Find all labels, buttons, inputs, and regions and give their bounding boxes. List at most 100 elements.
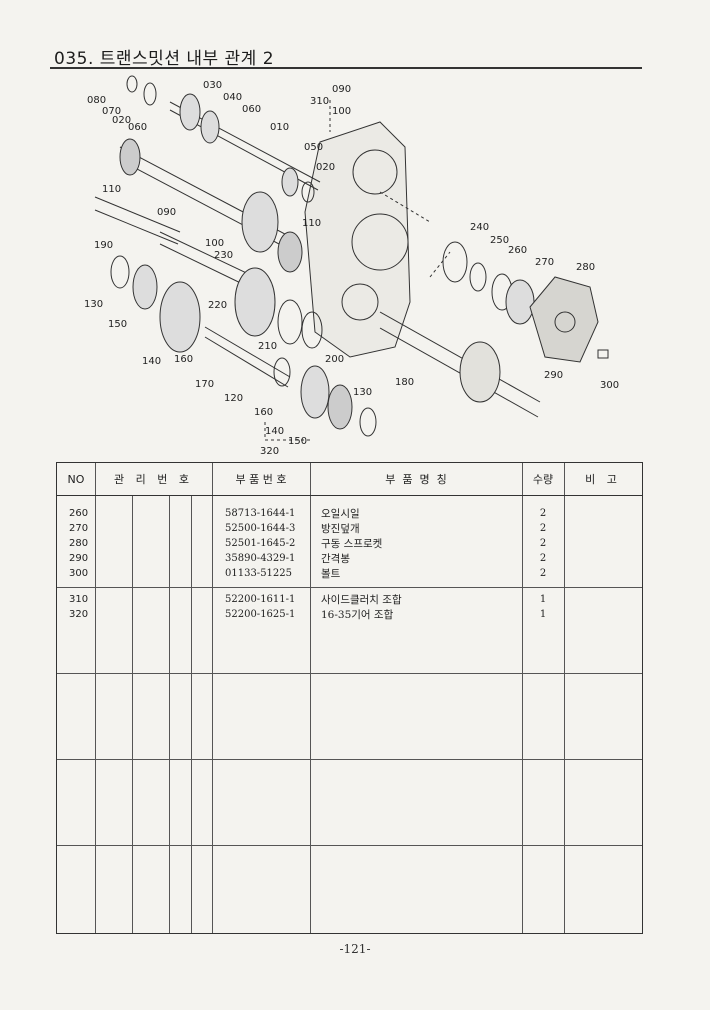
row-280-no: 280	[69, 538, 89, 549]
diagram-svg: 080 070 020 060 030 040 060 010 310 090 …	[84, 75, 619, 457]
callout-130: 130	[84, 299, 103, 310]
callout-060b: 060	[242, 104, 261, 115]
row-320-part-no: 52200-1625-1	[225, 609, 296, 620]
gear-040	[200, 110, 220, 144]
callout-200: 200	[325, 354, 344, 365]
row-310-no: 310	[69, 594, 89, 605]
callout-110: 110	[102, 184, 121, 195]
page-title: 035. 트랜스밋션 내부 관계 2	[54, 49, 275, 69]
callout-290: 290	[544, 370, 563, 381]
callout-150b: 150	[288, 436, 307, 447]
header-qty: 수량	[532, 473, 554, 486]
row-270-no: 270	[69, 523, 89, 534]
callout-110b: 110	[302, 218, 321, 229]
callout-250: 250	[490, 235, 509, 246]
callout-260: 260	[508, 245, 527, 256]
gear-030	[179, 93, 201, 131]
callout-060: 060	[128, 122, 147, 133]
row-270-part-no: 52500-1644-3	[225, 523, 296, 534]
transmission-case	[304, 121, 411, 358]
header-rule	[57, 495, 642, 497]
callout-180: 180	[395, 377, 414, 388]
callout-020: 020	[112, 115, 131, 126]
parts-table: NO 관 리 번 호 부 품 번 호 부 품 명 칭 수량 비 고 260 58…	[56, 462, 643, 934]
col-divider	[522, 463, 523, 933]
callout-070: 070	[102, 106, 121, 117]
page-number: -121-	[339, 942, 371, 956]
row-group-divider	[57, 759, 642, 760]
row-260-qty: 2	[539, 508, 547, 519]
title-rule	[50, 67, 642, 69]
callout-240: 240	[470, 222, 489, 233]
row-300-name: 볼트	[321, 568, 341, 580]
row-260-no: 260	[69, 508, 89, 519]
row-260-name: 오일시일	[321, 508, 360, 520]
callout-080: 080	[87, 95, 106, 106]
row-group-divider	[57, 845, 642, 846]
header-part-no: 부 품 번 호	[235, 473, 287, 486]
callout-020b: 020	[316, 162, 335, 173]
callout-140: 140	[142, 356, 161, 367]
callout-030: 030	[203, 80, 222, 91]
callout-120: 120	[224, 393, 243, 404]
diagram-callouts: 080 070 020 060 030 040 060 010 310 090 …	[84, 80, 619, 457]
row-300-part-no: 01133-51225	[225, 568, 293, 579]
callout-100-top: 100	[332, 106, 351, 117]
callout-050: 050	[304, 142, 323, 153]
header-remarks: 비 고	[585, 473, 621, 486]
callout-010: 010	[270, 122, 289, 133]
row-280-part-no: 52501-1645-2	[225, 538, 296, 549]
header-management-no: 관 리 번 호	[114, 473, 193, 486]
callout-130b: 130	[353, 387, 372, 398]
callout-090: 090	[157, 207, 176, 218]
callout-140b: 140	[265, 426, 284, 437]
row-290-part-no: 35890-4329-1	[225, 553, 296, 564]
callout-320: 320	[260, 446, 279, 457]
row-group-divider	[57, 673, 642, 674]
row-280-name: 구동 스프로켓	[321, 538, 383, 550]
row-310-name: 사이드클러치 조합	[321, 594, 402, 606]
col-divider	[169, 495, 170, 933]
row-310-part-no: 52200-1611-1	[225, 594, 296, 605]
row-290-name: 간격봉	[321, 553, 350, 565]
row-320-name: 16-35기어 조합	[321, 609, 394, 621]
row-300-qty: 2	[539, 568, 547, 579]
col-divider	[95, 463, 96, 933]
row-group-divider	[57, 587, 642, 588]
header-no: NO	[67, 472, 85, 486]
callout-090-top: 090	[332, 84, 351, 95]
callout-210: 210	[258, 341, 277, 352]
callout-100: 100	[205, 238, 224, 249]
row-260-part-no: 58713-1644-1	[225, 508, 296, 519]
callout-280: 280	[576, 262, 595, 273]
row-320-qty: 1	[539, 609, 547, 620]
callout-160: 160	[174, 354, 193, 365]
row-270-name: 방진덮개	[321, 523, 360, 535]
col-divider	[564, 463, 565, 933]
col-divider	[310, 463, 311, 933]
row-310-qty: 1	[539, 594, 547, 605]
callout-310: 310	[310, 96, 329, 107]
col-divider	[191, 495, 192, 933]
row-290-qty: 2	[539, 553, 547, 564]
callout-150: 150	[108, 319, 127, 330]
exploded-parts-diagram: 080 070 020 060 030 040 060 010 310 090 …	[50, 72, 642, 457]
row-270-qty: 2	[539, 523, 547, 534]
row-300-no: 300	[69, 568, 89, 579]
callout-190: 190	[94, 240, 113, 251]
row-290-no: 290	[69, 553, 89, 564]
callout-040: 040	[223, 92, 242, 103]
col-divider	[132, 495, 133, 933]
callout-300: 300	[600, 380, 619, 391]
col-divider	[212, 463, 213, 933]
row-320-no: 320	[69, 609, 89, 620]
callout-270: 270	[535, 257, 554, 268]
callout-160b: 160	[254, 407, 273, 418]
callout-220: 220	[208, 300, 227, 311]
callout-230: 230	[214, 250, 233, 261]
header-part-name: 부 품 명 칭	[385, 473, 447, 486]
drive-sprocket-280	[529, 276, 599, 363]
row-280-qty: 2	[539, 538, 547, 549]
callout-170: 170	[195, 379, 214, 390]
